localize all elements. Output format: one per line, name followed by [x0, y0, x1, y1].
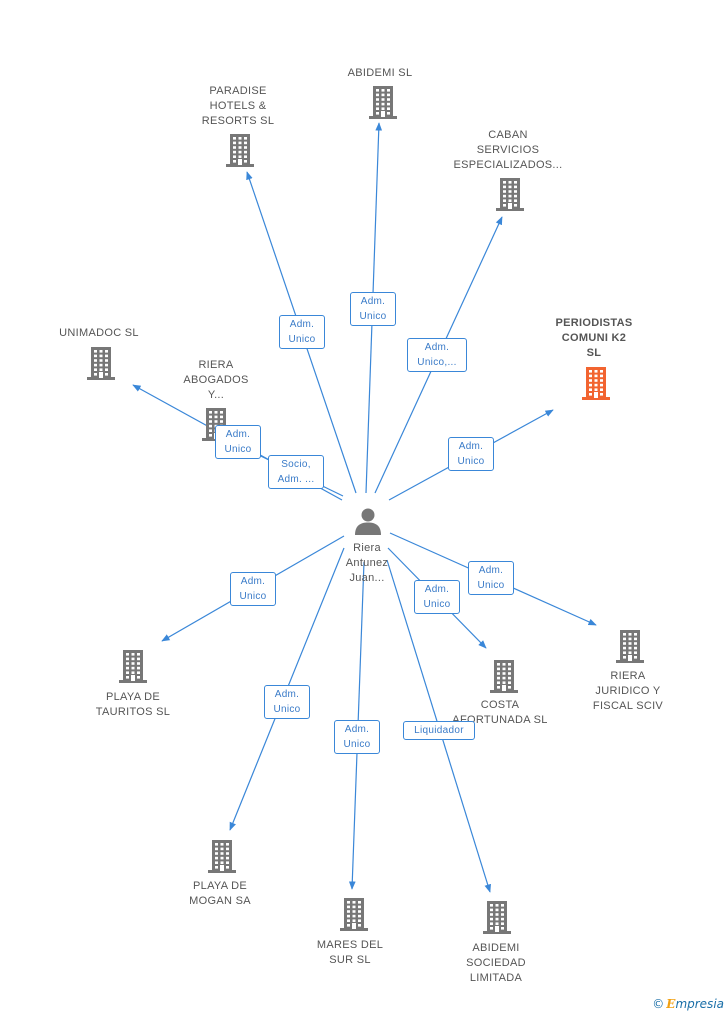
- building-icon: [119, 650, 147, 683]
- brand-initial: E: [666, 997, 676, 1011]
- edge-role-label[interactable]: Adm. Unico: [414, 580, 460, 614]
- company-label: RIERA ABOGADOS Y...: [183, 359, 249, 401]
- edge-role-label[interactable]: Adm. Unico: [448, 437, 494, 471]
- company-label: PARADISE HOTELS & RESORTS SL: [201, 85, 275, 127]
- building-icon: [616, 630, 644, 663]
- building-icon: [340, 898, 368, 931]
- building-icon: [208, 840, 236, 873]
- edge-role-label[interactable]: Adm. Unico: [350, 292, 396, 326]
- center-person-label: Riera Antunez Juan...: [345, 542, 389, 584]
- edge-role-label[interactable]: Adm. Unico: [215, 425, 261, 459]
- company-label: RIERA JURIDICO Y FISCAL SCIV: [592, 670, 664, 712]
- company-label: CABAN SERVICIOS ESPECIALIZADOS...: [453, 129, 563, 171]
- building-icon: [483, 901, 511, 934]
- company-label: PLAYA DE TAURITOS SL: [95, 691, 171, 718]
- building-icon: [582, 367, 610, 400]
- building-icon: [496, 178, 524, 211]
- edge-role-label[interactable]: Liquidador: [403, 721, 475, 740]
- company-label: PERIODISTAS COMUNI K2 SL: [555, 317, 633, 359]
- company-label: UNIMADOC SL: [59, 327, 139, 339]
- edge-role-label[interactable]: Adm. Unico: [334, 720, 380, 754]
- edge-role-label[interactable]: Adm. Unico,...: [407, 338, 467, 372]
- edge-role-label[interactable]: Adm. Unico: [230, 572, 276, 606]
- building-icon: [87, 347, 115, 380]
- company-label: PLAYA DE MOGAN SA: [189, 880, 251, 907]
- company-label: MARES DEL SUR SL: [316, 939, 384, 966]
- copyright-icon: ©: [652, 997, 665, 1011]
- edge-role-label[interactable]: Adm. Unico: [279, 315, 325, 349]
- person-icon: [355, 508, 381, 535]
- edge-role-label[interactable]: Socio, Adm. ...: [268, 455, 324, 489]
- brand-name: mpresia: [675, 997, 724, 1011]
- company-label: ABIDEMI SOCIEDAD LIMITADA: [466, 942, 526, 984]
- company-label: ABIDEMI SL: [347, 67, 413, 79]
- building-icon: [369, 86, 397, 119]
- building-icon: [490, 660, 518, 693]
- building-icon: [226, 134, 254, 167]
- edge-role-label[interactable]: Adm. Unico: [264, 685, 310, 719]
- edge-role-label[interactable]: Adm. Unico: [468, 561, 514, 595]
- empresia-watermark: ©Empresia: [652, 997, 724, 1011]
